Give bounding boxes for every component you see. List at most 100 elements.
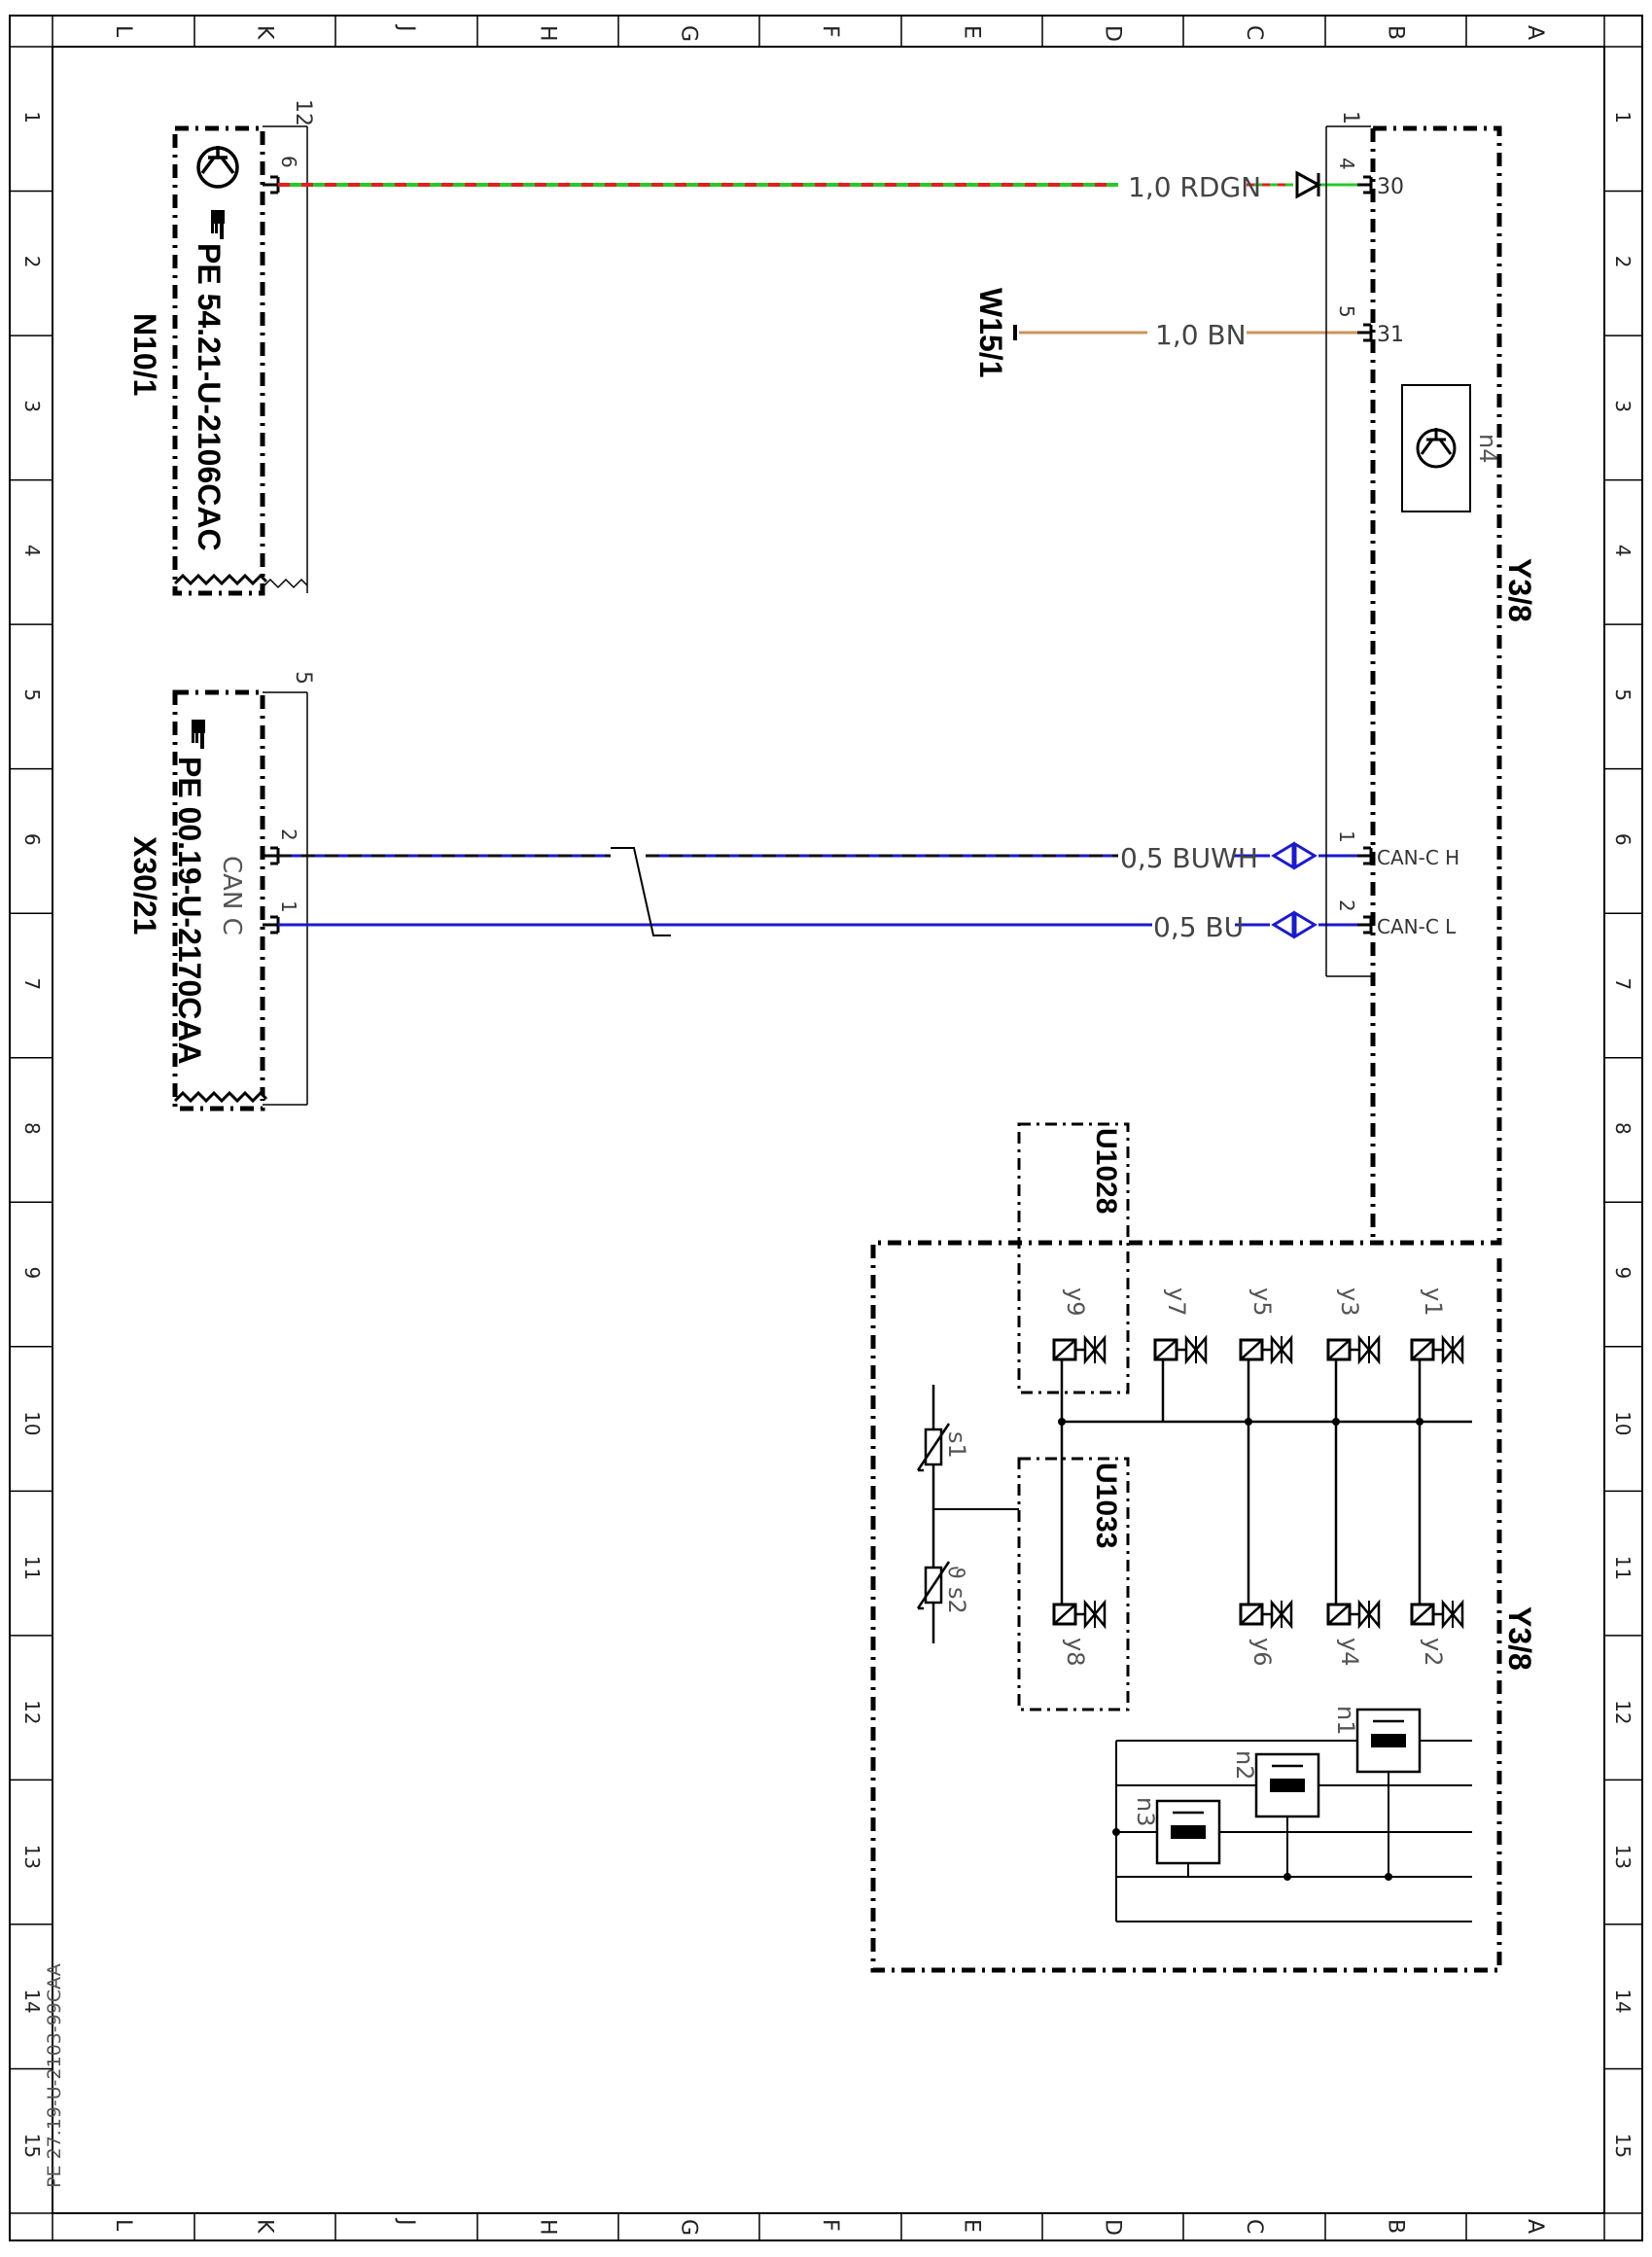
y3-8-pins: 4 30 5 31 1 CAN-C H 2 CAN-C L: [1335, 158, 1459, 938]
column-ticks: [193, 16, 1467, 2240]
wire-bu-label: 0,5 BU: [1153, 911, 1244, 943]
reference-hand-icon: [211, 210, 225, 239]
row-label-right: 12: [1611, 1700, 1634, 1724]
u1033-label: U1033: [1090, 1463, 1122, 1548]
column-label-top: L: [111, 25, 135, 38]
column-label-top: F: [818, 25, 842, 38]
n10-1-reference: PE 54.21-U-2106CAC: [192, 243, 227, 551]
column-label-bottom: L: [111, 2219, 135, 2232]
row-label-right: 11: [1611, 1556, 1634, 1580]
row-label-right: 13: [1611, 1845, 1634, 1869]
row-ticks: [10, 190, 1642, 2070]
row-label-left: 10: [20, 1411, 44, 1435]
column-label-bottom: F: [818, 2219, 842, 2232]
column-label-top: A: [1523, 25, 1547, 40]
column-label-top: J: [394, 23, 418, 32]
solenoid-valve-icon: y9: [1052, 1287, 1107, 1365]
row-label-left: 3: [20, 400, 44, 412]
transistor-symbol-icon: [196, 146, 239, 189]
y3-8-pin-1-num: 1: [1335, 830, 1358, 843]
column-label-top: B: [1384, 25, 1408, 40]
y3-8-pin-5-label: 31: [1377, 323, 1404, 347]
twisted-pair-marker: [611, 847, 671, 936]
speed-sensor-icon: n3: [1132, 1797, 1221, 1865]
valve-label: y5: [1248, 1287, 1276, 1316]
row-label-right: 1: [1611, 111, 1634, 123]
connector-arrow-icon: [1295, 170, 1322, 199]
row-label-left: 11: [20, 1556, 44, 1580]
n10-1-label: N10/1: [127, 313, 162, 396]
y3-8-pin-block: 1: [1338, 111, 1362, 124]
x30-21-component: PE 00.19-U-2170CAA X30/21 CAN C 5 2 1: [127, 671, 315, 1111]
s2-label: s2: [943, 1587, 970, 1614]
column-label-top: H: [536, 25, 560, 42]
row-label-left: 9: [20, 1267, 44, 1280]
s2-theta-icon: ϑ: [943, 1566, 967, 1579]
valve-bus-lines: [1060, 1350, 1472, 1614]
n10-1-pin-block: 12: [291, 99, 315, 126]
solenoid-valve-icon: y1: [1410, 1287, 1464, 1365]
column-label-bottom: A: [1523, 2219, 1547, 2234]
speed-sensor-icon: n1: [1332, 1706, 1422, 1774]
wire-rdgn-label: 1,0 RDGN: [1128, 171, 1261, 203]
column-label-top: E: [960, 25, 984, 39]
row-label-right: 5: [1611, 688, 1634, 701]
bidirectional-connector-icon: [1271, 841, 1318, 870]
row-label-left: 15: [20, 2134, 44, 2158]
n10-1-component: PE 54.21-U-2106CAC N10/1 12 6: [127, 99, 315, 596]
wire-buwh-label: 0,5 BUWH: [1120, 842, 1258, 874]
x30-21-reference: PE 00.19-U-2170CAA: [172, 757, 207, 1065]
valve-label: y8: [1062, 1638, 1089, 1666]
row-label-left: 6: [20, 833, 44, 846]
u1028-label: U1028: [1090, 1128, 1122, 1214]
column-label-top: K: [253, 25, 277, 40]
column-label-bottom: G: [677, 2219, 701, 2236]
document-number: PE 27.19-U-2103-99CAA: [44, 1963, 65, 2188]
valves-bottom-row: y2 y4 y6 y8: [1052, 1599, 1464, 1666]
y3-8-pin-5-num: 5: [1335, 305, 1358, 318]
solenoid-valve-icon: y2: [1410, 1599, 1464, 1666]
x30-21-pin-h: 2: [277, 829, 300, 841]
column-label-bottom: H: [536, 2219, 560, 2236]
u1028-module: U1028: [1017, 1122, 1130, 1394]
x30-21-pin-block: 5: [291, 671, 315, 685]
speed-sensor-junctions: [1112, 1828, 1392, 1881]
column-label-bottom: B: [1384, 2219, 1408, 2234]
column-label-bottom: K: [253, 2219, 277, 2234]
reference-hand-icon: [192, 720, 205, 749]
row-label-left: 12: [20, 1700, 44, 1724]
x30-21-pin-l: 1: [277, 900, 300, 913]
speed-sensor-icon: n2: [1231, 1750, 1320, 1818]
valve-label: y9: [1062, 1287, 1089, 1316]
solenoid-valve-icon: y3: [1326, 1287, 1381, 1365]
transistor-symbol-icon: [1416, 428, 1457, 469]
sheet-frame: [9, 15, 1643, 2241]
row-label-right: 15: [1611, 2134, 1634, 2158]
row-label-left: 4: [20, 545, 44, 557]
row-label-right: 2: [1611, 256, 1634, 268]
column-label-bottom: C: [1242, 2219, 1266, 2234]
row-label-left: 7: [20, 977, 44, 990]
row-label-left: 14: [20, 1989, 44, 2013]
column-label-top: G: [677, 25, 701, 42]
speed-sensor-label: n2: [1231, 1750, 1258, 1780]
row-label-left: 13: [20, 1845, 44, 1869]
row-label-right: 4: [1611, 545, 1634, 557]
row-label-right: 14: [1611, 1989, 1634, 2013]
valve-label: y4: [1336, 1638, 1363, 1666]
n4-label: n4: [1474, 434, 1501, 463]
row-label-right: 6: [1611, 833, 1634, 846]
wire-bn: 1,0 BN W15/1: [973, 288, 1357, 377]
speed-sensor-label: n1: [1332, 1706, 1359, 1735]
valve-label: y1: [1420, 1287, 1447, 1316]
valve-label: y6: [1248, 1638, 1276, 1666]
speed-sensors: n1 n2 n3: [1132, 1706, 1422, 1865]
x30-21-label: X30/21: [127, 836, 162, 935]
valve-junctions: [1058, 1418, 1424, 1426]
row-label-left: 1: [20, 111, 44, 123]
s1-label: s1: [943, 1431, 970, 1459]
column-label-top: D: [1101, 25, 1125, 42]
y3-8-pin-4-num: 4: [1335, 158, 1358, 170]
